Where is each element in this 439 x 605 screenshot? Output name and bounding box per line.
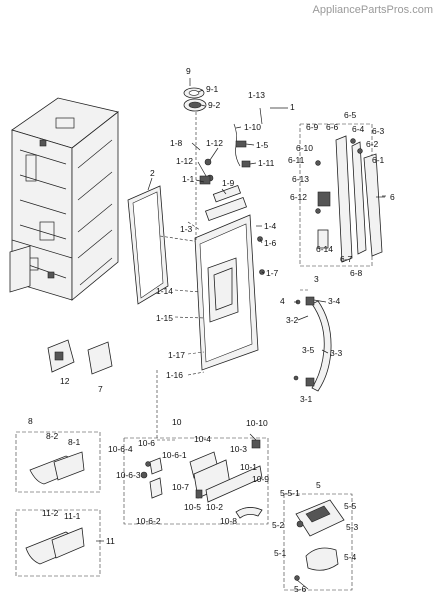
- label-1-12a: 1-12: [206, 138, 223, 148]
- label-6: 6: [390, 192, 395, 202]
- label-1: 1: [290, 102, 295, 112]
- watermark: AppliancePartsPros.com: [312, 4, 433, 16]
- label-5-6: 5-6: [294, 584, 307, 594]
- label-4: 4: [280, 296, 285, 306]
- label-3-1: 3-1: [300, 394, 313, 404]
- refrigerator-cabinet: [9, 97, 119, 301]
- label-6-3: 6-3: [372, 126, 385, 136]
- label-5-2: 5-2: [272, 520, 285, 530]
- label-6-9: 6-9: [306, 122, 319, 132]
- label-10-7: 10-7: [172, 482, 189, 492]
- label-6-5: 6-5: [344, 110, 357, 120]
- dispenser-assembly: [123, 437, 269, 525]
- label-1-4: 1-4: [264, 221, 277, 231]
- fridge-door-assembly: [156, 107, 288, 441]
- label-6-8: 6-8: [350, 268, 363, 278]
- label-2: 2: [150, 168, 155, 178]
- label-10: 10: [172, 417, 182, 427]
- label-1-6: 1-6: [264, 238, 277, 248]
- label-5-1: 5-1: [274, 548, 287, 558]
- label-1-9: 1-9: [222, 178, 235, 188]
- label-3-5: 3-5: [302, 345, 315, 355]
- label-6-6: 6-6: [326, 122, 339, 132]
- label-1-13: 1-13: [248, 90, 265, 100]
- label-10-4: 10-4: [194, 434, 211, 444]
- label-5-3: 5-3: [346, 522, 359, 532]
- label-5-5-1: 5-5-1: [280, 488, 300, 498]
- label-6-11: 6-11: [288, 155, 305, 165]
- label-1-11: 1-11: [258, 158, 275, 168]
- label-10-3: 10-3: [230, 444, 247, 454]
- label-10-6-1: 10-6-1: [162, 450, 187, 460]
- label-1-3: 1-3: [180, 224, 193, 234]
- label-3-4: 3-4: [328, 296, 341, 306]
- label-8: 8: [28, 416, 33, 426]
- door-shelf-rails: [299, 123, 386, 267]
- label-11-2: 11-2: [42, 508, 59, 518]
- label-6-12: 6-12: [290, 192, 307, 202]
- label-5-5: 5-5: [344, 501, 357, 511]
- label-6-14: 6-14: [316, 244, 333, 254]
- label-1-10: 1-10: [244, 122, 261, 132]
- label-1-16: 1-16: [166, 370, 183, 380]
- label-6-13: 6-13: [292, 174, 309, 184]
- label-11-1: 11-1: [64, 511, 81, 521]
- label-12: 12: [60, 376, 70, 386]
- label-1-15: 1-15: [156, 313, 173, 323]
- small-covers: [47, 339, 113, 375]
- label-6-10: 6-10: [296, 143, 313, 153]
- label-1-5: 1-5: [256, 140, 269, 150]
- label-11: 11: [106, 536, 115, 546]
- label-5: 5: [316, 480, 321, 490]
- label-1-7: 1-7: [266, 268, 279, 278]
- label-10-6-2: 10-6-2: [136, 516, 161, 526]
- label-9: 9: [186, 66, 191, 76]
- label-10-6-4: 10-6-4: [108, 444, 133, 454]
- label-10-8: 10-8: [220, 516, 237, 526]
- label-1-12b: 1-12: [176, 156, 193, 166]
- crisper-shelf-covers: [15, 431, 101, 577]
- label-9-1: 9-1: [206, 84, 219, 94]
- label-10-1: 10-1: [240, 462, 257, 472]
- label-6-4: 6-4: [352, 124, 365, 134]
- label-3-3: 3-3: [330, 348, 343, 358]
- label-10-6-3: 10-6-3: [116, 470, 141, 480]
- label-1-17: 1-17: [168, 350, 185, 360]
- label-10-9: 10-9: [252, 474, 269, 484]
- label-8-1: 8-1: [68, 437, 81, 447]
- hinge-cover-parts: [183, 78, 207, 112]
- ice-bucket-assembly: [283, 493, 353, 591]
- label-1-1: 1-1: [182, 174, 195, 184]
- label-7: 7: [98, 384, 103, 394]
- label-10-2: 10-2: [206, 502, 223, 512]
- label-1-8: 1-8: [170, 138, 183, 148]
- leader-lines: [96, 89, 385, 590]
- label-5-4: 5-4: [344, 552, 357, 562]
- label-10-10: 10-10: [246, 418, 268, 428]
- label-6-7: 6-7: [340, 254, 353, 264]
- label-3: 3: [314, 274, 319, 284]
- label-10-5: 10-5: [184, 502, 201, 512]
- label-9-2: 9-2: [208, 100, 221, 110]
- door-gasket: [127, 177, 201, 305]
- label-10-6: 10-6: [138, 438, 155, 448]
- label-6-1: 6-1: [372, 155, 385, 165]
- label-3-2: 3-2: [286, 315, 299, 325]
- callout-labels: 9 9-1 9-2 1-13 1 1-10 1-8 1-12 1-5 1-12 …: [28, 66, 395, 594]
- label-1-14: 1-14: [156, 286, 173, 296]
- label-6-2: 6-2: [366, 139, 379, 149]
- label-8-2: 8-2: [46, 431, 59, 441]
- door-handle-parts: [293, 289, 332, 392]
